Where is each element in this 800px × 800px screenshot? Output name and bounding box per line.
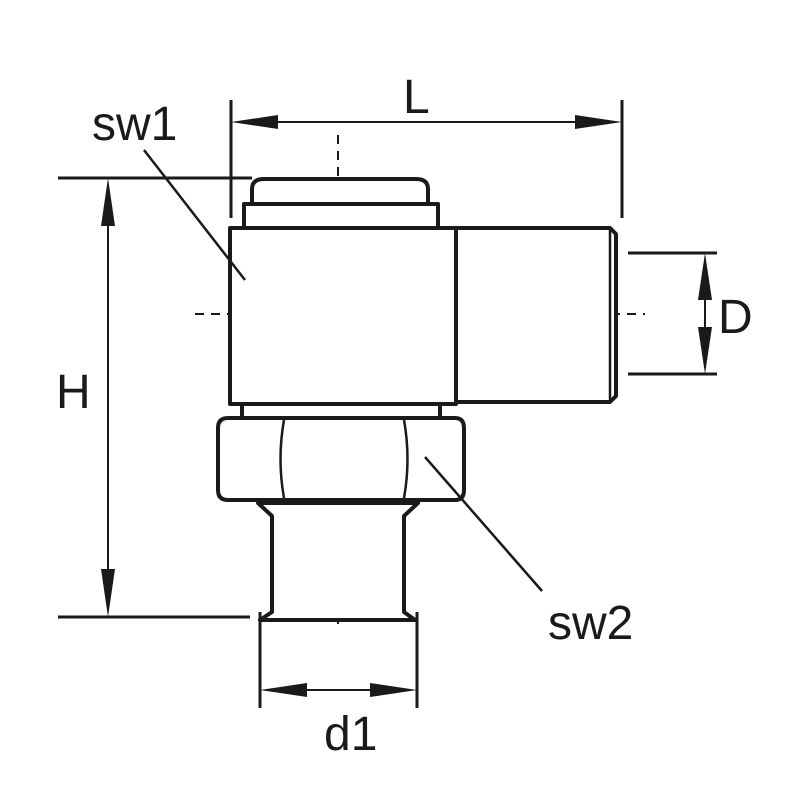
callout-label-sw1: sw1 [92,98,177,151]
callout-label-sw2: sw2 [548,597,633,650]
main-body [228,226,458,406]
side-tube [453,226,618,404]
top-collar [242,202,440,230]
sw1-leader [143,149,246,281]
hex-flat-left [279,419,286,499]
threaded-stem [256,501,420,622]
dimension-label-d1: d1 [324,708,377,761]
dimension-label-H: H [56,366,91,419]
L-arrow-left [231,115,278,129]
D-arrow-top [698,253,712,300]
hex-nut [216,416,466,502]
H-arrow-top [101,178,115,226]
D-arrow-bottom [698,327,712,374]
d1-arrow-right [370,683,417,697]
dimension-label-L: L [403,71,430,124]
d1-arrow-left [260,683,307,697]
H-arrow-bottom [101,569,115,617]
neck [240,402,442,420]
hex-flat-right [402,419,409,499]
dimension-label-D: D [718,291,753,344]
L-arrow-right [575,115,622,129]
sw2-leader [424,456,543,592]
top-cap [250,177,430,206]
